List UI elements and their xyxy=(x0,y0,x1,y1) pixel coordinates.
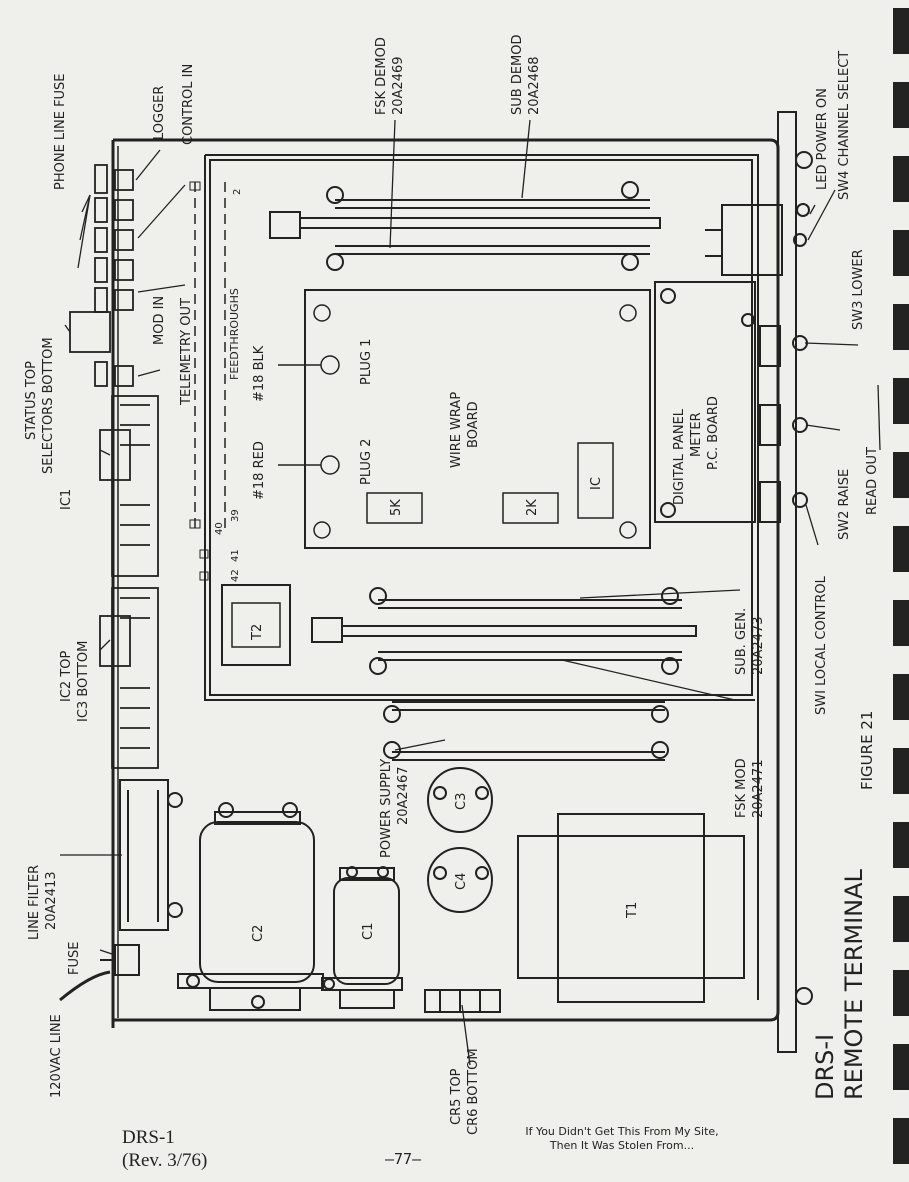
feedthroughs-label: FEEDTHROUGHS xyxy=(228,288,241,380)
read-out-label: READ OUT xyxy=(865,447,880,515)
footer-rev: (Rev. 3/76) xyxy=(122,1150,207,1171)
pin41-label: 41 xyxy=(230,549,241,562)
power-supply-label: POWER SUPPLY xyxy=(379,759,394,858)
pc-board-label: P.C. BOARD xyxy=(706,396,721,470)
title-line1: DRS-I xyxy=(811,1034,839,1100)
sub-demod-label: SUB DEMOD xyxy=(510,34,525,115)
control-in-label: CONTROL IN xyxy=(181,64,196,145)
watermark-line1: If You Didn't Get This From My Site, xyxy=(525,1125,718,1138)
k5-label: 5K xyxy=(389,499,404,516)
footer: DRS-1 (Rev. 3/76) —77— If You Didn't Get… xyxy=(122,1125,719,1171)
labels: PHONE LINE FUSE LOGGER CONTROL IN MOD IN… xyxy=(24,34,880,1135)
plug1-label: PLUG 1 xyxy=(359,339,374,385)
sub-gen-part-label: 20A2473 xyxy=(751,616,766,675)
blk18-label: #18 BLK xyxy=(252,345,267,402)
digital-panel-label: DIGITAL PANEL xyxy=(672,408,687,505)
pin39-label: 39 xyxy=(230,509,241,522)
logger-label: LOGGER xyxy=(152,86,167,140)
fuse-label: FUSE xyxy=(67,942,82,975)
sw2-label: SW2 RAISE xyxy=(837,469,852,540)
footer-doc: DRS-1 xyxy=(122,1127,175,1148)
title-line2: REMOTE TERMINAL xyxy=(840,868,868,1100)
phone-line-fuse-label: PHONE LINE FUSE xyxy=(53,73,68,190)
k2-label: 2K xyxy=(525,499,540,516)
front-panel-screw-bottom xyxy=(795,987,813,1005)
ic2-top-label: IC2 TOP xyxy=(59,651,74,702)
status-top-label: STATUS TOP xyxy=(24,361,39,440)
c2-label: C2 xyxy=(251,925,266,942)
fsk-mod-label: FSK MOD xyxy=(734,758,749,818)
figure-label: FIGURE 21 xyxy=(858,711,876,790)
wire-wrap-board[interactable] xyxy=(278,289,651,549)
fuse xyxy=(59,944,140,1002)
digital-panel-meter xyxy=(654,281,756,523)
ic-label: IC xyxy=(589,477,604,490)
red18-label: #18 RED xyxy=(252,441,267,500)
t2-label: T2 xyxy=(250,624,265,641)
c1-capacitor xyxy=(321,866,403,1009)
cr6-bottom-label: CR6 BOTTOM xyxy=(466,1048,481,1135)
sw3-label: SW3 LOWER xyxy=(851,249,866,330)
sw1-label: SWI LOCAL CONTROL xyxy=(814,575,829,715)
watermark-line2: Then It Was Stolen From... xyxy=(549,1139,694,1152)
t1-label: T1 xyxy=(625,902,640,919)
t1-transformer xyxy=(517,813,745,1003)
telemetry-out-label: TELEMETRY OUT xyxy=(179,298,194,406)
mod-in-label: MOD IN xyxy=(152,296,167,345)
ic-sockets xyxy=(99,395,159,769)
front-panel xyxy=(777,111,797,1053)
mod-boards xyxy=(311,587,697,675)
demod-boards xyxy=(269,181,661,271)
pin2-label: 2 xyxy=(232,189,243,195)
cr5-top-label: CR5 TOP xyxy=(449,1068,464,1125)
led-power-on-label: LED POWER ON xyxy=(815,88,830,190)
footer-page: —77— xyxy=(385,1150,422,1168)
line-filter-label: LINE FILTER xyxy=(27,865,42,940)
c4-label: C4 xyxy=(454,873,469,890)
vac-line-label: 120VAC LINE xyxy=(49,1014,64,1098)
front-panel-screw-top xyxy=(795,151,813,169)
c2-capacitor xyxy=(177,802,324,1011)
front-controls xyxy=(705,203,810,523)
feedthroughs xyxy=(189,181,226,581)
c1-label: C1 xyxy=(361,923,376,940)
sub-gen-label: SUB. GEN. xyxy=(734,608,749,675)
c3-c4 xyxy=(427,767,493,913)
ic3-bottom-label: IC3 BOTTOM xyxy=(76,641,91,722)
fsk-mod-part-label: 20A2471 xyxy=(751,759,766,818)
inner-frame xyxy=(204,154,759,1000)
c3-label: C3 xyxy=(454,793,469,810)
left-jacks xyxy=(69,164,134,387)
meter-label: METER xyxy=(689,412,704,457)
selectors-bottom-label: SELECTORS BOTTOM xyxy=(41,337,56,474)
plug2-label: PLUG 2 xyxy=(359,439,374,485)
leader-lines xyxy=(60,119,881,1066)
sub-demod-part-label: 20A2468 xyxy=(527,56,542,115)
power-supply-part-label: 20A2467 xyxy=(396,766,411,825)
sw4-label: SW4 CHANNEL SELECT xyxy=(837,51,852,200)
line-filter-part-label: 20A2413 xyxy=(44,871,59,930)
power-supply-board xyxy=(383,701,669,761)
chassis xyxy=(111,138,780,1028)
line-filter xyxy=(119,779,183,931)
pin40-label: 40 xyxy=(214,522,225,535)
t2-transformer xyxy=(221,584,291,666)
board-label: BOARD xyxy=(466,401,481,448)
fsk-demod-part-label: 20A2469 xyxy=(391,56,406,115)
binding-marks xyxy=(893,8,909,1164)
pin42-label: 42 xyxy=(230,569,241,582)
wire-wrap-label: WIRE WRAP xyxy=(449,392,464,468)
ic1-label: IC1 xyxy=(59,489,74,510)
fsk-demod-label: FSK DEMOD xyxy=(374,37,389,115)
